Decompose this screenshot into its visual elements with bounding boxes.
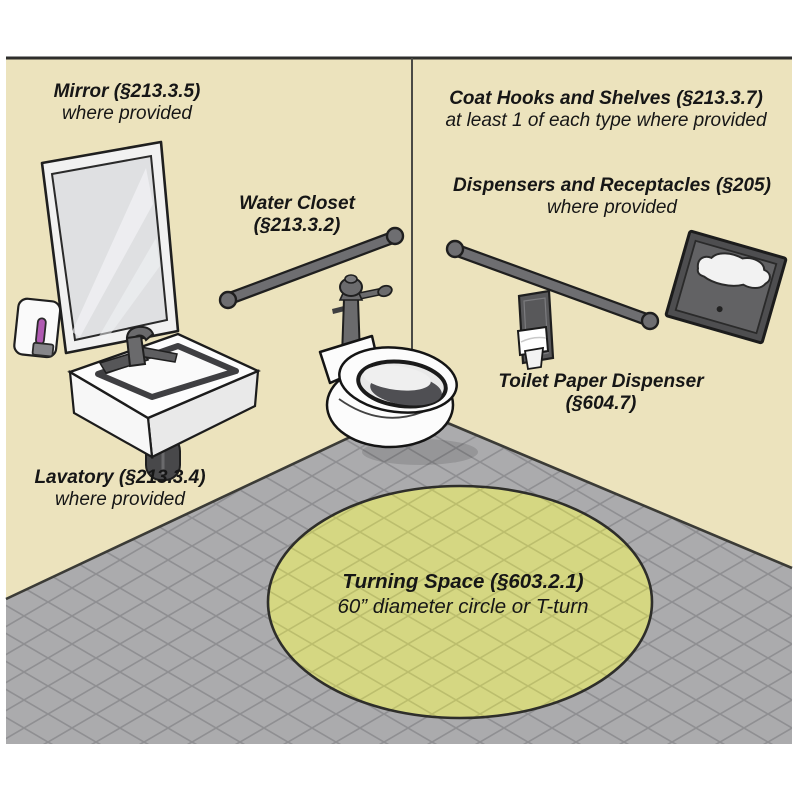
water-closet-label-title: Water Closet: [239, 193, 355, 214]
toilet-paper-label-title: Toilet Paper Dispenser: [498, 371, 704, 392]
water-closet: [318, 274, 478, 465]
right-wall: [412, 58, 792, 568]
mirror-label-note: where provided: [62, 103, 192, 124]
mirror-label: Mirror (§213.3.5) where provided: [54, 81, 201, 125]
toilet-paper-dispenser: [516, 289, 555, 371]
mirror-label-title: Mirror (§213.3.5): [53, 81, 201, 102]
lavatory-label-title: Lavatory (§213.3.4): [34, 467, 206, 488]
dispensers-label-title: Dispensers and Receptacles (§205): [453, 175, 771, 196]
turning-space-circle: [266, 484, 654, 720]
dispensers-label-note: where provided: [547, 197, 677, 218]
coat-hooks-label: Coat Hooks and Shelves (§213.3.7) at lea…: [445, 88, 766, 132]
toilet-paper-label: Toilet Paper Dispenser (§604.7): [498, 371, 703, 415]
grab-bar-right: [445, 239, 660, 331]
dispensers-label: Dispensers and Receptacles (§205) where …: [453, 175, 771, 219]
water-closet-label: Water Closet (§213.3.2): [239, 193, 355, 237]
water-closet-label-note: (§213.3.2): [253, 215, 341, 236]
lavatory-label-note: where provided: [55, 489, 185, 510]
floor-right-wall-base: [411, 406, 793, 570]
seat-cover-dispenser: [664, 229, 788, 345]
turning-space-label-title: Turning Space (§603.2.1): [342, 570, 584, 593]
soap-dispenser: [13, 297, 62, 359]
lavatory-sink: [67, 325, 261, 481]
coat-hooks-label-title: Coat Hooks and Shelves (§213.3.7): [449, 88, 763, 109]
turning-space-label-note: 60” diameter circle or T-turn: [337, 595, 589, 618]
coat-hooks-label-note: at least 1 of each type where provided: [445, 110, 767, 131]
mirror: [40, 140, 180, 355]
lavatory-label: Lavatory (§213.3.4) where provided: [34, 467, 205, 511]
grab-bar-left: [218, 226, 405, 310]
toilet-paper-label-note: (§604.7): [565, 393, 637, 414]
turning-space-label: Turning Space (§603.2.1) 60” diameter ci…: [337, 569, 588, 619]
floor-left-wall-base: [5, 406, 413, 601]
